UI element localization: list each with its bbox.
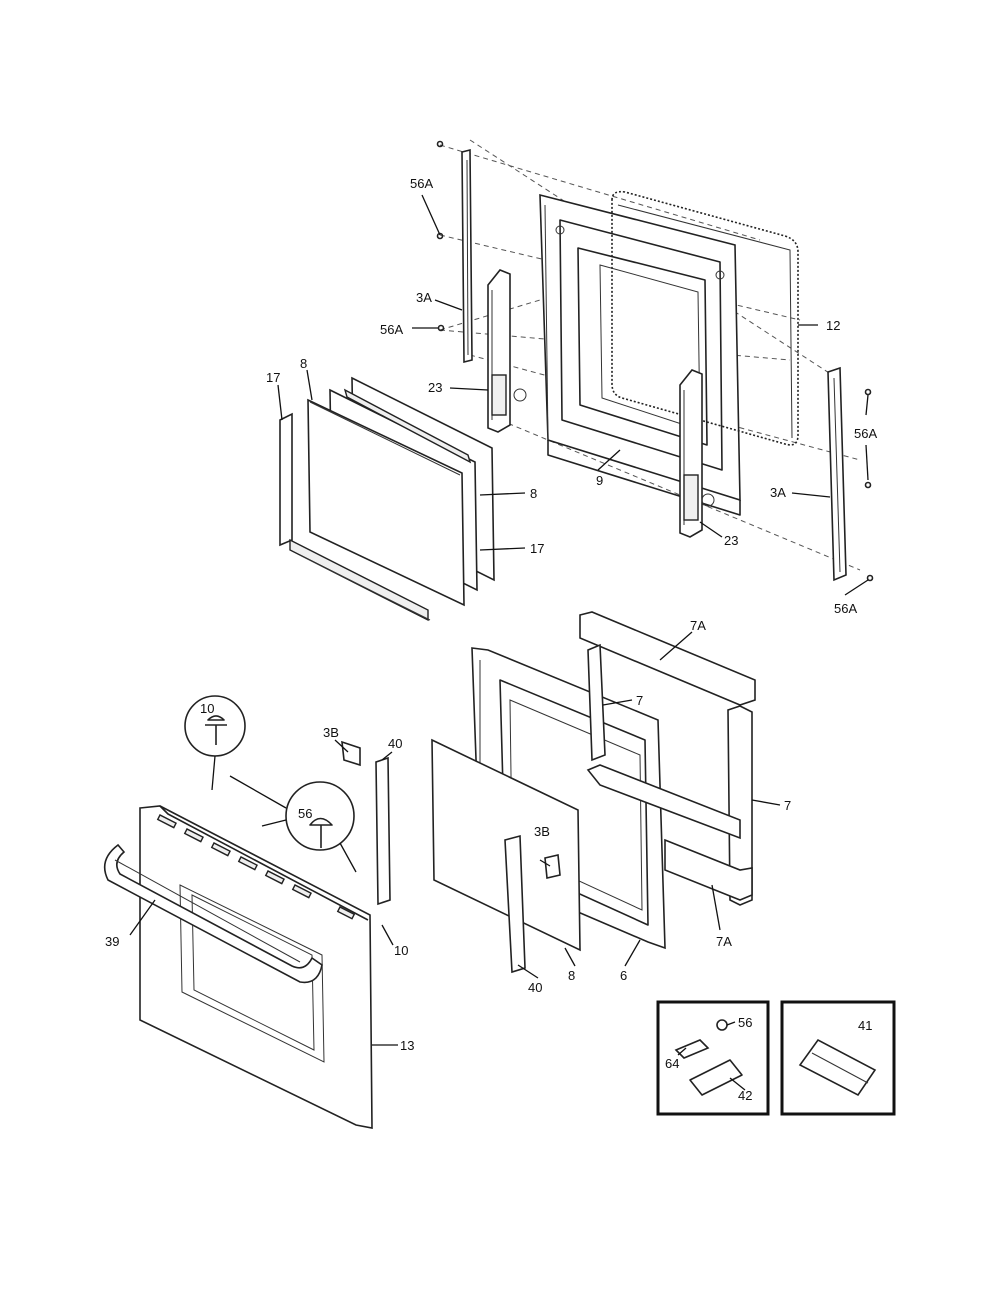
callout-42: 42	[738, 1088, 752, 1103]
door-glass-assembly-upper	[279, 376, 495, 622]
callout-7-mid: 7	[636, 693, 643, 708]
callout-56-inset: 56	[738, 1015, 752, 1030]
callout-10-screw: 10	[394, 943, 408, 958]
callout-6: 6	[620, 968, 627, 983]
callout-23-right: 23	[724, 533, 738, 548]
callout-39: 39	[105, 934, 119, 949]
inset-box-right	[780, 1000, 896, 1116]
hinge-bracket-left	[487, 269, 527, 433]
control-panel-buttons	[156, 814, 356, 920]
callout-40-bottom: 40	[528, 980, 542, 995]
hinge-bracket-right	[679, 369, 715, 538]
callout-7A-top: 7A	[690, 618, 706, 633]
callout-7A-bottom: 7A	[716, 934, 732, 949]
leader-lines	[129, 194, 869, 1091]
callout-8-top: 8	[300, 356, 307, 371]
callout-3B-left: 3B	[323, 725, 339, 740]
screws-56A	[436, 140, 874, 582]
detail-circle-10	[184, 695, 246, 791]
callout-56A-top: 56A	[410, 176, 433, 191]
callout-3A-right: 3A	[770, 485, 786, 500]
callout-8-right: 8	[530, 486, 537, 501]
inset-box-left	[656, 1000, 770, 1116]
door-liner-frame	[539, 193, 741, 516]
callout-56A-right: 56A	[854, 426, 877, 441]
callout-10-circle: 10	[200, 701, 214, 716]
callout-56A-bottom: 56A	[834, 601, 857, 616]
detail-circle-56	[229, 775, 357, 873]
callout-13: 13	[400, 1038, 414, 1053]
side-channel-right-3A	[827, 366, 847, 582]
callout-9: 9	[596, 473, 603, 488]
callout-23-left: 23	[428, 380, 442, 395]
callout-3A-left: 3A	[416, 290, 432, 305]
callout-17-right: 17	[530, 541, 544, 556]
callout-64: 64	[665, 1056, 679, 1071]
callout-17-left: 17	[266, 370, 280, 385]
callout-7-right: 7	[784, 798, 791, 813]
callout-56A-mid: 56A	[380, 322, 403, 337]
side-channel-left-3A	[461, 148, 473, 364]
callout-labels: 56A 3A 56A 8 17 23 12 56A 3A 9 23 8 17 5…	[105, 176, 877, 1103]
outer-door-panel-13	[139, 805, 373, 1129]
door-gasket	[611, 190, 799, 446]
door-handle-39	[103, 843, 323, 984]
callout-41: 41	[858, 1018, 872, 1033]
handle-bracket-40	[341, 740, 526, 974]
callout-12: 12	[826, 318, 840, 333]
callout-40-top: 40	[388, 736, 402, 751]
callout-3B-right: 3B	[534, 824, 550, 839]
callout-8-bottom: 8	[568, 968, 575, 983]
callout-56-circle: 56	[298, 806, 312, 821]
insulation-pads	[579, 611, 756, 906]
